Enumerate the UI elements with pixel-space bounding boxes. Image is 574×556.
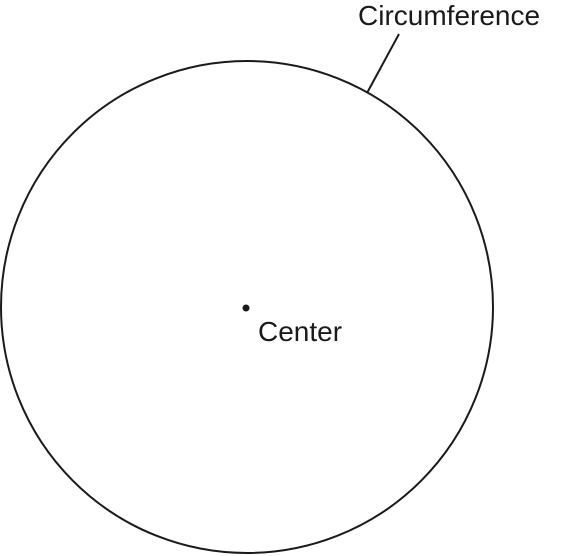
circle-outline: [0, 60, 494, 554]
circumference-leader-line: [366, 33, 400, 94]
center-label: Center: [258, 316, 342, 347]
circumference-label: Circumference: [358, 0, 540, 31]
center-point: [242, 304, 250, 312]
